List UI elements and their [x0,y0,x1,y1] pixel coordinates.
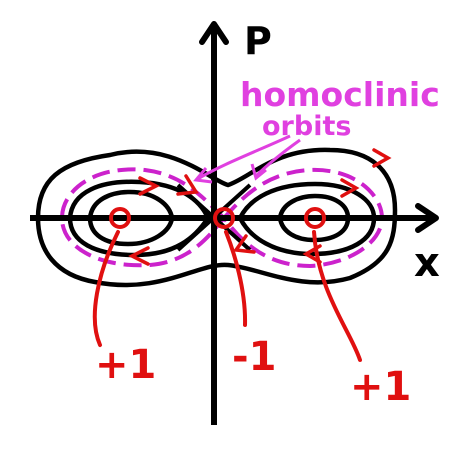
fixed-point-left [109,207,131,229]
fixed-point-saddle [213,207,235,229]
pointer-right [312,230,362,362]
index-label-left: +1 [95,342,156,388]
flow-arrow-center-bottom [232,234,256,254]
flow-arrow-right-top [340,178,360,198]
index-label-saddle: -1 [232,334,276,380]
annotation-arrow-2 [254,138,301,178]
x-axis-label: x [414,240,440,286]
y-axis-arrowhead [199,21,229,45]
annotation-line-1: homoclinic [240,75,440,114]
annotation-arrow-1-head [193,167,213,184]
homoclinic-left [59,167,227,268]
x-axis-arrowhead [415,203,439,233]
flow-arrow-right-outer [372,148,392,168]
annotation-line-2: orbits [262,111,351,142]
orbit-outer [35,147,398,288]
pointer-saddle [224,230,248,327]
annotation-arrow-1 [195,134,291,182]
pointer-left [92,230,120,347]
flow-arrow-center-top [176,174,199,196]
flow-arrow-left-bottom [128,246,150,266]
annotation-arrow-2-head [250,163,267,181]
fixed-point-right [304,207,326,229]
flow-arrow-left-top [138,176,160,196]
y-axis-label: P [244,19,272,63]
index-label-right: +1 [350,364,411,410]
